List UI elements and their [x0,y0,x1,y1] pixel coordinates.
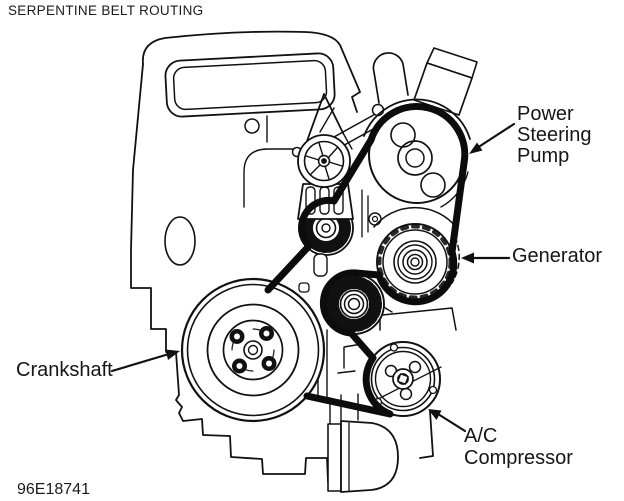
crank-bolts [229,326,277,374]
idler-pulley [323,273,385,335]
tensioner-spoked-pulley [297,134,351,188]
oil-pan-right-edge [419,410,434,459]
label-crankshaft: Crankshaft [16,359,113,381]
label-generator: Generator [512,245,603,267]
spokes [305,142,343,180]
valve-cover [164,52,336,118]
crankshaft-pulley [180,277,326,423]
crank-center-nut [243,340,263,360]
figure-number: 96E18741 [17,481,90,498]
label-power-steering-pump: Power Steering Pump [517,103,592,167]
block-bolt [244,118,260,134]
serpentine-belt [264,102,469,418]
page-title: SERPENTINE BELT ROUTING [8,3,204,18]
label-ac-compressor: A/C Compressor [464,425,573,469]
ps-reservoir [413,62,473,116]
ps-bracket-finger [372,52,409,104]
ac-compressor-arrow [428,409,467,433]
engine-mount-drum [327,420,399,493]
power-steering-pump-body [363,47,478,208]
power-steering-arrow [469,122,516,154]
generator-arrow [461,252,511,264]
crankshaft-arrow [110,349,180,373]
ac-compressor-pulley [365,341,442,417]
engine-block [130,30,434,484]
block-window [164,216,196,266]
leader-arrows [110,122,516,433]
